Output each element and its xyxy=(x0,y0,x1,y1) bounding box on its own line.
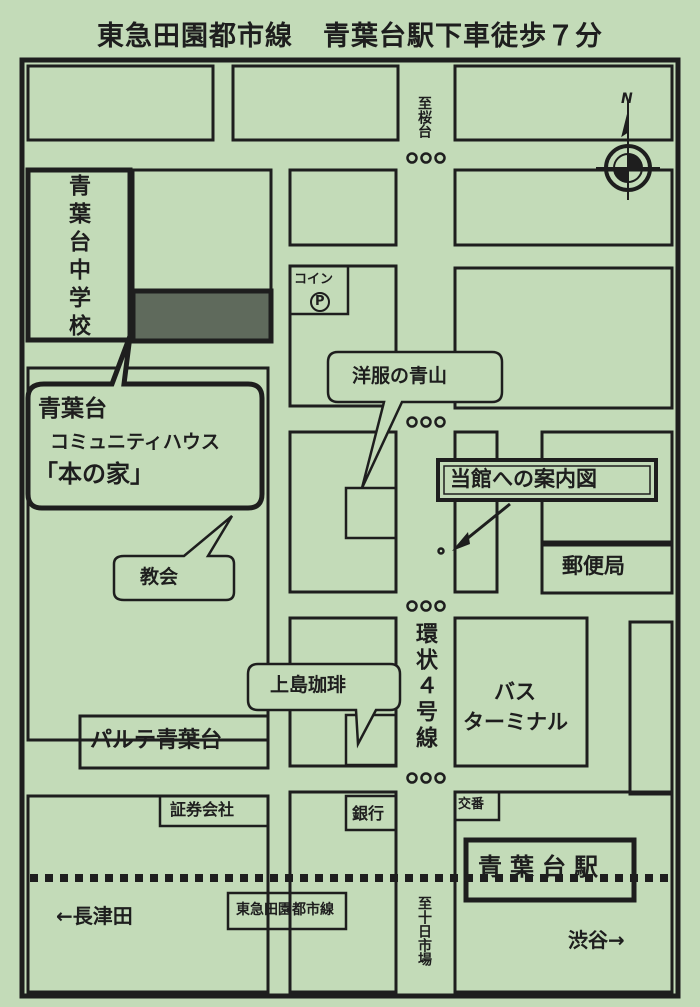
koban-block xyxy=(453,790,501,822)
compass-icon xyxy=(596,100,660,200)
venue-label-1: 青葉台 xyxy=(38,396,107,422)
ring-road-label: 環状４号線 xyxy=(412,622,437,752)
block xyxy=(453,266,674,410)
post-office-block xyxy=(540,543,674,595)
venue-label-2: コミュニティハウス xyxy=(50,431,220,453)
block xyxy=(628,620,674,796)
to-tokaichiba-label: 至十日市場 xyxy=(416,896,432,966)
venue-label-3: 「本の家」 xyxy=(34,460,154,488)
block xyxy=(453,168,674,247)
block xyxy=(288,430,398,594)
post-office-label: 郵便局 xyxy=(562,554,625,578)
church-label: 教会 xyxy=(140,566,179,588)
block xyxy=(453,64,674,142)
cafe-store xyxy=(344,713,398,767)
parking-symbol: P xyxy=(315,294,325,309)
bank-label: 銀行 xyxy=(352,804,385,823)
church-callout xyxy=(112,515,236,602)
bank-block xyxy=(344,794,398,832)
parte-label: パルテ青葉台 xyxy=(90,728,223,753)
to-sakuradai-label: 至桜台 xyxy=(416,96,432,138)
clothing-store xyxy=(344,486,398,540)
to-shibuya-label: 渋谷→ xyxy=(568,928,625,952)
parte-block xyxy=(78,714,270,770)
securities-block xyxy=(158,794,270,828)
bus-terminal-label-1: バス xyxy=(494,680,536,704)
bus-terminal-block xyxy=(453,616,589,768)
map-title: 東急田園都市線青葉台駅下車徒歩７分 xyxy=(0,14,700,53)
line-name-label: 東急田園都市線 xyxy=(236,902,334,918)
koban-label: 交番 xyxy=(458,797,485,812)
guide-label: 当館への案内図 xyxy=(450,467,597,491)
title-access: 青葉台駅下車徒歩７分 xyxy=(323,21,603,52)
bus-terminal-label-2: ターミナル xyxy=(463,710,568,734)
venue-building xyxy=(130,288,274,344)
coin-parking xyxy=(288,264,350,316)
title-line: 東急田園都市線 xyxy=(97,21,293,52)
station-label: 青葉台駅 xyxy=(478,853,606,881)
map-frame xyxy=(19,57,681,999)
cafe-label: 上島珈琲 xyxy=(270,674,347,696)
block xyxy=(288,168,398,247)
block xyxy=(453,430,499,594)
venue-callout xyxy=(25,335,265,511)
securities-label: 証券会社 xyxy=(170,800,235,819)
to-nagatsuta-label: ←長津田 xyxy=(56,904,133,928)
traffic-signals xyxy=(406,152,446,784)
station-building xyxy=(463,837,637,903)
north-label: N xyxy=(621,91,633,107)
school-block xyxy=(25,167,133,343)
clothing-callout xyxy=(326,350,504,489)
line-sign xyxy=(226,891,348,931)
block xyxy=(26,366,270,742)
parking-icon xyxy=(310,292,330,312)
coin-label: コイン xyxy=(294,272,334,287)
clothing-label: 洋服の青山 xyxy=(352,365,448,387)
cafe-callout xyxy=(246,662,402,749)
block xyxy=(231,64,400,142)
block xyxy=(453,790,674,994)
block xyxy=(26,64,215,142)
school-label: 青葉台中学校 xyxy=(65,174,90,342)
block xyxy=(131,168,273,292)
